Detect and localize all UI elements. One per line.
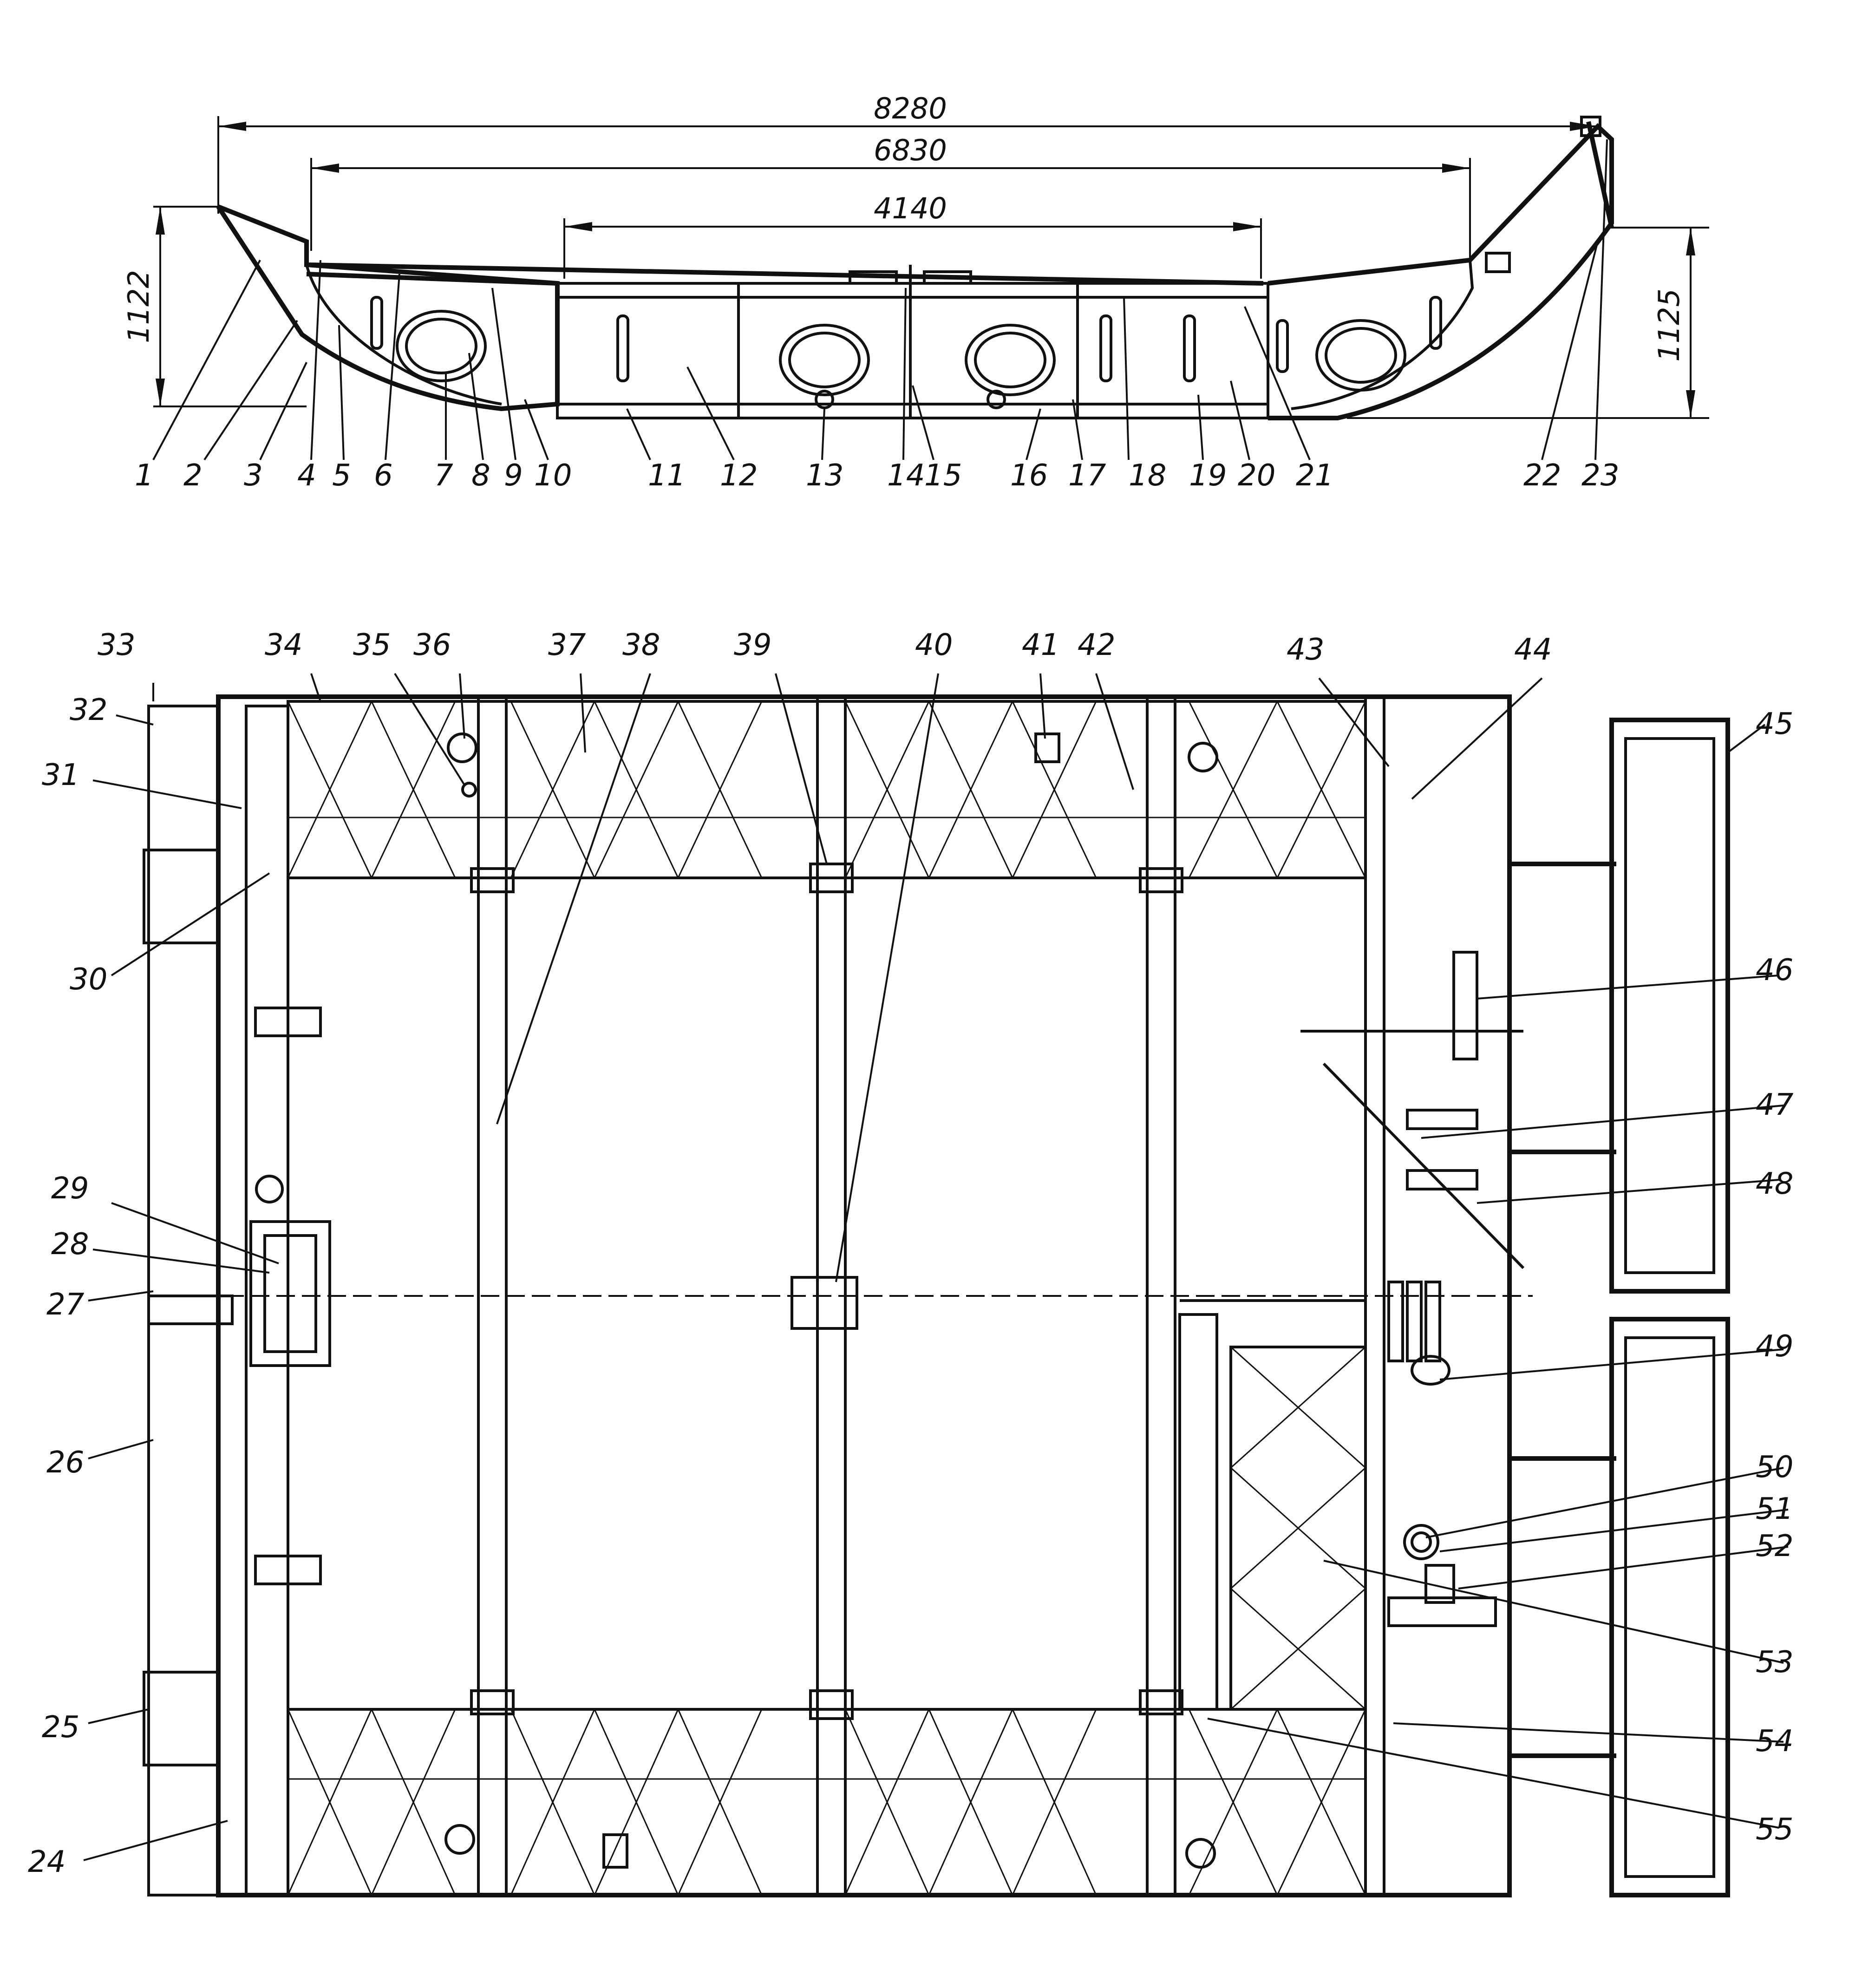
- callout-18: 18: [1129, 458, 1166, 493]
- dim-1125-label: 1125: [1652, 288, 1686, 362]
- callout-24: 24: [28, 1845, 65, 1879]
- callout-3: 3: [244, 458, 263, 493]
- callout-25: 25: [42, 1710, 79, 1745]
- side-float-lower: [1609, 1317, 1730, 1897]
- callout-47: 47: [1756, 1088, 1794, 1122]
- callout-43: 43: [1287, 633, 1324, 667]
- callout-40: 40: [915, 628, 953, 662]
- callout-44: 44: [1514, 633, 1552, 667]
- callout-5: 5: [332, 458, 351, 493]
- plan-view: [143, 694, 1730, 1897]
- side-view-callouts: 1 2 3 4 5 6 7 8 9 10 11 12 13 14 15 16 1…: [135, 458, 1619, 493]
- callout-20: 20: [1238, 458, 1275, 493]
- callout-28: 28: [51, 1227, 89, 1262]
- callout-4: 4: [297, 458, 316, 493]
- callout-11: 11: [648, 458, 686, 493]
- callout-23: 23: [1581, 458, 1619, 493]
- callout-36: 36: [413, 628, 451, 662]
- callout-30: 30: [70, 962, 107, 997]
- callout-55: 55: [1756, 1812, 1793, 1847]
- dimension-middle-length: 6830: [310, 133, 1471, 260]
- callout-12: 12: [720, 458, 758, 493]
- plan-view-leaders: [83, 673, 1789, 1861]
- side-view-leaders: [152, 139, 1608, 461]
- callout-2: 2: [183, 458, 203, 493]
- callout-26: 26: [46, 1445, 84, 1480]
- callout-7: 7: [434, 458, 453, 493]
- right-lattice-block: [1178, 1313, 1367, 1711]
- callout-14: 14: [887, 458, 925, 493]
- callout-51: 51: [1756, 1492, 1793, 1526]
- dim-1122-label: 1122: [122, 270, 156, 343]
- callout-53: 53: [1756, 1645, 1793, 1680]
- callout-39: 39: [734, 628, 771, 662]
- callout-1: 1: [135, 458, 154, 493]
- callout-10: 10: [534, 458, 572, 493]
- dimension-inner-length: 4140: [563, 191, 1262, 279]
- callout-42: 42: [1078, 628, 1115, 662]
- callout-31: 31: [42, 758, 79, 792]
- callout-49: 49: [1756, 1329, 1793, 1364]
- callout-33: 33: [98, 628, 135, 662]
- callout-29: 29: [51, 1171, 89, 1206]
- side-elevation-view: 8280 6830 4140 1122: [122, 92, 1709, 493]
- callout-16: 16: [1010, 458, 1048, 493]
- callout-13: 13: [806, 458, 843, 493]
- dim-8280-label: 8280: [874, 92, 947, 125]
- callout-48: 48: [1756, 1167, 1793, 1201]
- callout-8: 8: [471, 458, 490, 493]
- callout-22: 22: [1523, 458, 1561, 493]
- callout-37: 37: [548, 628, 586, 662]
- dim-4140-label: 4140: [874, 191, 947, 225]
- dimension-overall-length: 8280: [217, 92, 1598, 214]
- callout-6: 6: [374, 458, 393, 493]
- callout-17: 17: [1068, 458, 1106, 493]
- callout-45: 45: [1756, 707, 1793, 741]
- callout-38: 38: [622, 628, 660, 662]
- dimension-right-height: 1125: [1347, 227, 1709, 419]
- callout-34: 34: [265, 628, 302, 662]
- callout-21: 21: [1296, 458, 1333, 493]
- callout-27: 27: [46, 1288, 85, 1322]
- callout-46: 46: [1756, 953, 1793, 987]
- callout-41: 41: [1022, 628, 1059, 662]
- top-lattice-deck: [287, 700, 1367, 879]
- plan-view-callouts: 24 25 26 27 28 29 30 31 32 33 34 35 36 3…: [28, 628, 1794, 1879]
- callout-9: 9: [504, 458, 523, 493]
- callout-32: 32: [70, 693, 107, 727]
- dimension-left-height: 1122: [122, 206, 307, 407]
- callout-35: 35: [353, 628, 391, 662]
- callout-19: 19: [1189, 458, 1227, 493]
- callout-54: 54: [1756, 1724, 1793, 1759]
- callout-15: 15: [924, 458, 962, 493]
- side-float-upper: [1609, 718, 1730, 1294]
- dim-6830-label: 6830: [874, 133, 947, 167]
- callout-50: 50: [1756, 1450, 1793, 1484]
- callout-52: 52: [1756, 1529, 1793, 1563]
